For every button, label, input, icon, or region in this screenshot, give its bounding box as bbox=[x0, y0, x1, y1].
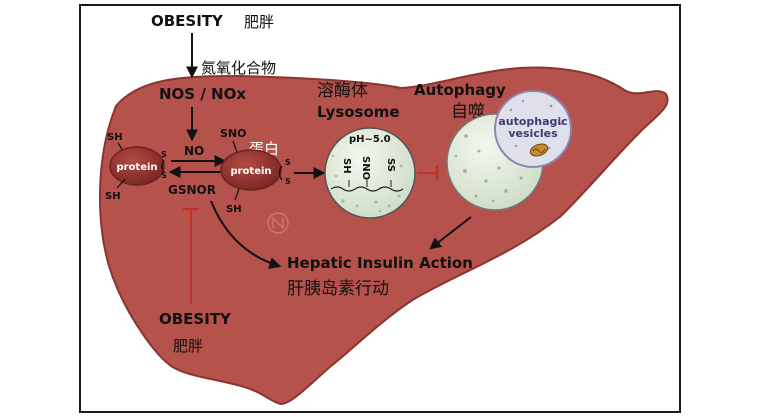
obesity-bottom-cn-label: 肥胖 bbox=[173, 337, 203, 355]
liver-diagram: OBESITY 肥胖 氮氧化合物 NOS / NOx NO GSNOR SH p… bbox=[98, 12, 669, 406]
s-label-b: S bbox=[161, 171, 167, 180]
hepatic-insulin-label: Hepatic Insulin Action bbox=[287, 254, 473, 272]
sh-right-label: SH bbox=[226, 204, 242, 215]
obesity-top-cn-label: 肥胖 bbox=[244, 13, 274, 31]
peptide-chain bbox=[330, 186, 404, 192]
bond-right-sno bbox=[232, 140, 238, 153]
no-label: NO bbox=[184, 144, 204, 158]
hepatic-insulin-cn-label: 肝胰岛素行动 bbox=[287, 279, 389, 299]
sh-bottom-left-label: SH bbox=[105, 191, 121, 202]
autophagic-vesicles-label-2: vesicles bbox=[508, 127, 558, 140]
protein-right bbox=[220, 149, 282, 191]
sh-top-left-label: SH bbox=[107, 132, 123, 143]
diagram-frame: OBESITY 肥胖 氮氧化合物 NOS / NOx NO GSNOR SH p… bbox=[79, 4, 681, 413]
s-label-d: S bbox=[285, 177, 291, 186]
lysosome-sh-label: SH bbox=[341, 158, 352, 174]
autophagic-vesicles bbox=[494, 90, 572, 168]
lysosome-ss-label: SS bbox=[385, 158, 396, 172]
bond-left-bottom bbox=[116, 178, 126, 189]
mitochondrion-icon bbox=[529, 143, 549, 157]
bond-right-sh bbox=[234, 188, 240, 201]
autophagic-vesicle-dots bbox=[509, 99, 563, 150]
lysosome-label: Lysosome bbox=[317, 103, 400, 121]
arrow-autophagy-to-hepatic bbox=[429, 216, 472, 250]
obesity-top-label: OBESITY bbox=[151, 12, 224, 30]
s-label-c: S bbox=[285, 158, 291, 167]
s-label-a: S bbox=[161, 150, 167, 159]
arrow-gsnor-to-hepatic bbox=[210, 200, 282, 269]
ph-label: pH~5.0 bbox=[349, 134, 391, 145]
autophagy-label: Autophagy bbox=[414, 81, 506, 99]
sno-label: SNO bbox=[220, 127, 246, 140]
lysosome-granules bbox=[331, 154, 403, 213]
watermark-logo-icon bbox=[267, 212, 289, 234]
disulfide-bond-right bbox=[278, 165, 283, 181]
obesity-bottom-label: OBESITY bbox=[159, 310, 232, 328]
protein-right-label: protein bbox=[230, 166, 271, 177]
lysosome-cn-label: 溶酶体 bbox=[317, 81, 368, 101]
gsnor-label: GSNOR bbox=[168, 183, 216, 197]
protein-left bbox=[109, 146, 165, 186]
nos-nox-label: NOS / NOx bbox=[159, 85, 246, 103]
protein-left-label: protein bbox=[116, 162, 157, 173]
lysosome bbox=[324, 127, 416, 219]
disulfide-bond-left bbox=[161, 159, 165, 173]
nitrogen-oxide-cn-label: 氮氧化合物 bbox=[201, 59, 276, 77]
autophagic-vesicles-label-1: autophagic bbox=[498, 115, 567, 128]
lysosome-sno-label: SNO bbox=[360, 156, 371, 180]
